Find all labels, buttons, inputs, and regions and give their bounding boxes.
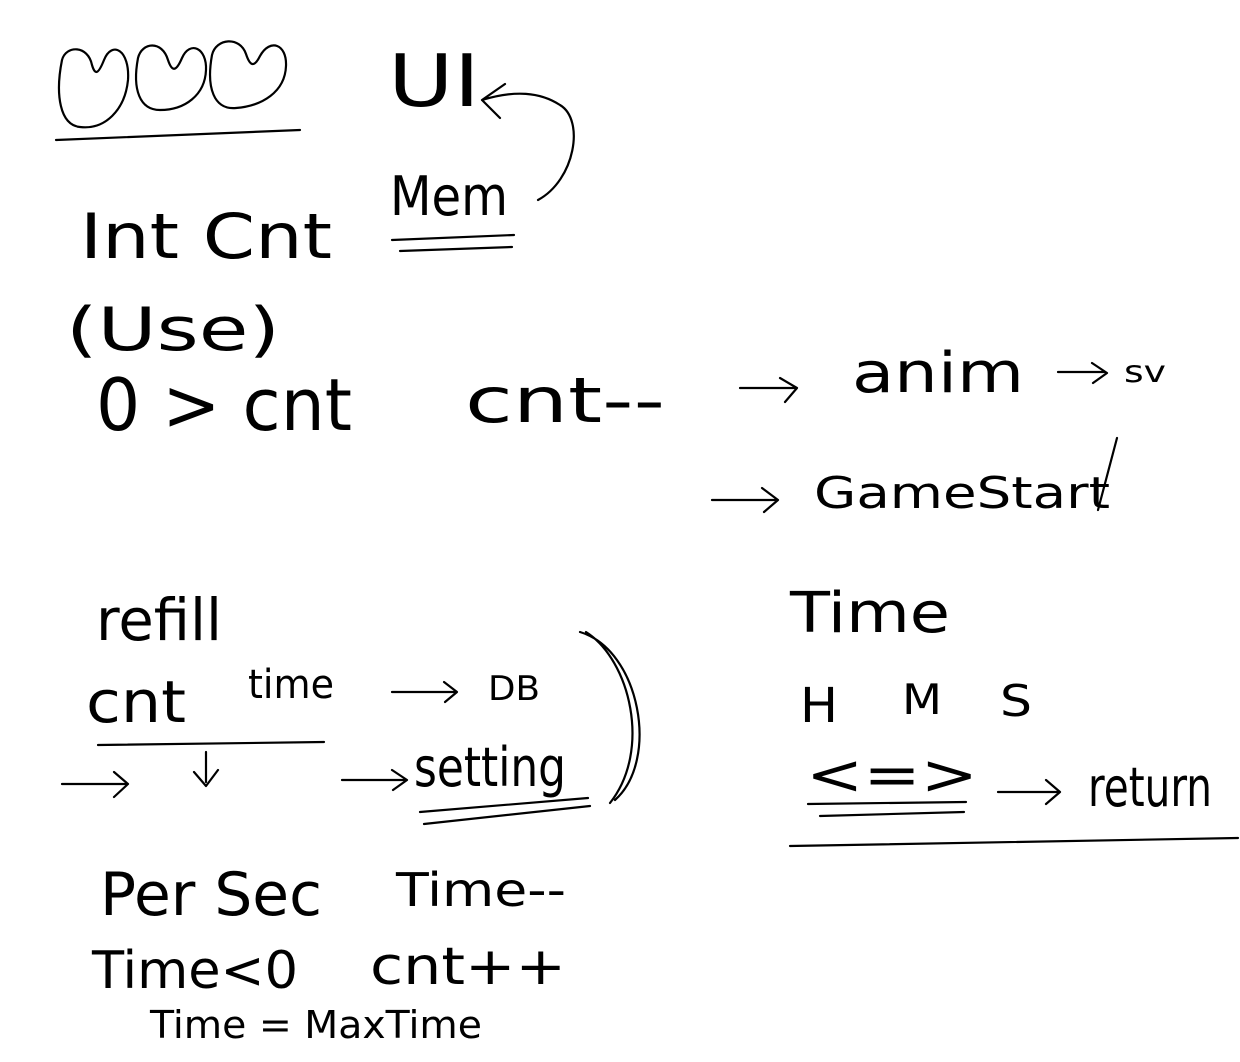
seconds-label: S — [1000, 676, 1032, 727]
time-lt-zero-label: Time<0 — [91, 941, 298, 1001]
setting-label: setting — [414, 736, 566, 799]
game-start-stroke — [1096, 436, 1119, 512]
refill-cnt-label: cnt — [86, 668, 186, 736]
per-sec-title: Per Sec — [100, 860, 322, 930]
zero-gt-cnt-label: 0 > cnt — [96, 363, 352, 447]
mem-underline-2 — [398, 245, 514, 253]
ui-label: UI — [388, 39, 480, 123]
time-decrement-label: Time-- — [395, 863, 566, 917]
setting-underline-1 — [418, 796, 590, 814]
refill-bracket — [578, 630, 641, 805]
arrow-left-refill — [60, 770, 130, 799]
use-label: (Use) — [66, 295, 280, 365]
game-start-label: GameStart — [814, 468, 1110, 519]
down-arrow-icon — [192, 750, 220, 788]
sv-label: sv — [1124, 355, 1166, 390]
mem-underline-1 — [390, 233, 516, 242]
return-label: return — [1088, 756, 1212, 819]
time-title: Time — [789, 581, 950, 646]
mem-label: Mem — [390, 165, 508, 228]
anim-label: anim — [852, 341, 1024, 406]
int-cnt-label: Int Cnt — [80, 200, 332, 273]
three-hearts-icon — [57, 40, 288, 129]
arrow-to-return — [996, 778, 1062, 806]
time-reset-label: Time = MaxTime — [149, 1003, 482, 1047]
compare-label: <=> — [806, 743, 978, 808]
cnt-increment-label: cnt++ — [370, 937, 566, 997]
arrow-to-setting — [340, 768, 409, 792]
cnt-decrement-label: cnt-- — [465, 364, 665, 437]
time-section-underline — [788, 836, 1240, 848]
arrow-to-sv — [1056, 361, 1109, 385]
refill-title: refill — [96, 586, 222, 654]
hearts-underline — [54, 128, 302, 142]
arrow-to-db — [390, 680, 459, 704]
hours-label: H — [800, 678, 838, 734]
arrow-to-anim — [738, 376, 799, 404]
arrow-to-game-start — [710, 486, 780, 514]
mem-to-ui-arrow — [480, 82, 575, 202]
refill-underline — [96, 740, 326, 747]
setting-underline-2 — [422, 804, 592, 826]
db-label: DB — [488, 669, 540, 709]
refill-time-label: time — [248, 662, 334, 708]
compare-underline-2 — [818, 810, 966, 818]
minutes-label: M — [902, 675, 942, 724]
compare-underline-1 — [806, 800, 968, 806]
